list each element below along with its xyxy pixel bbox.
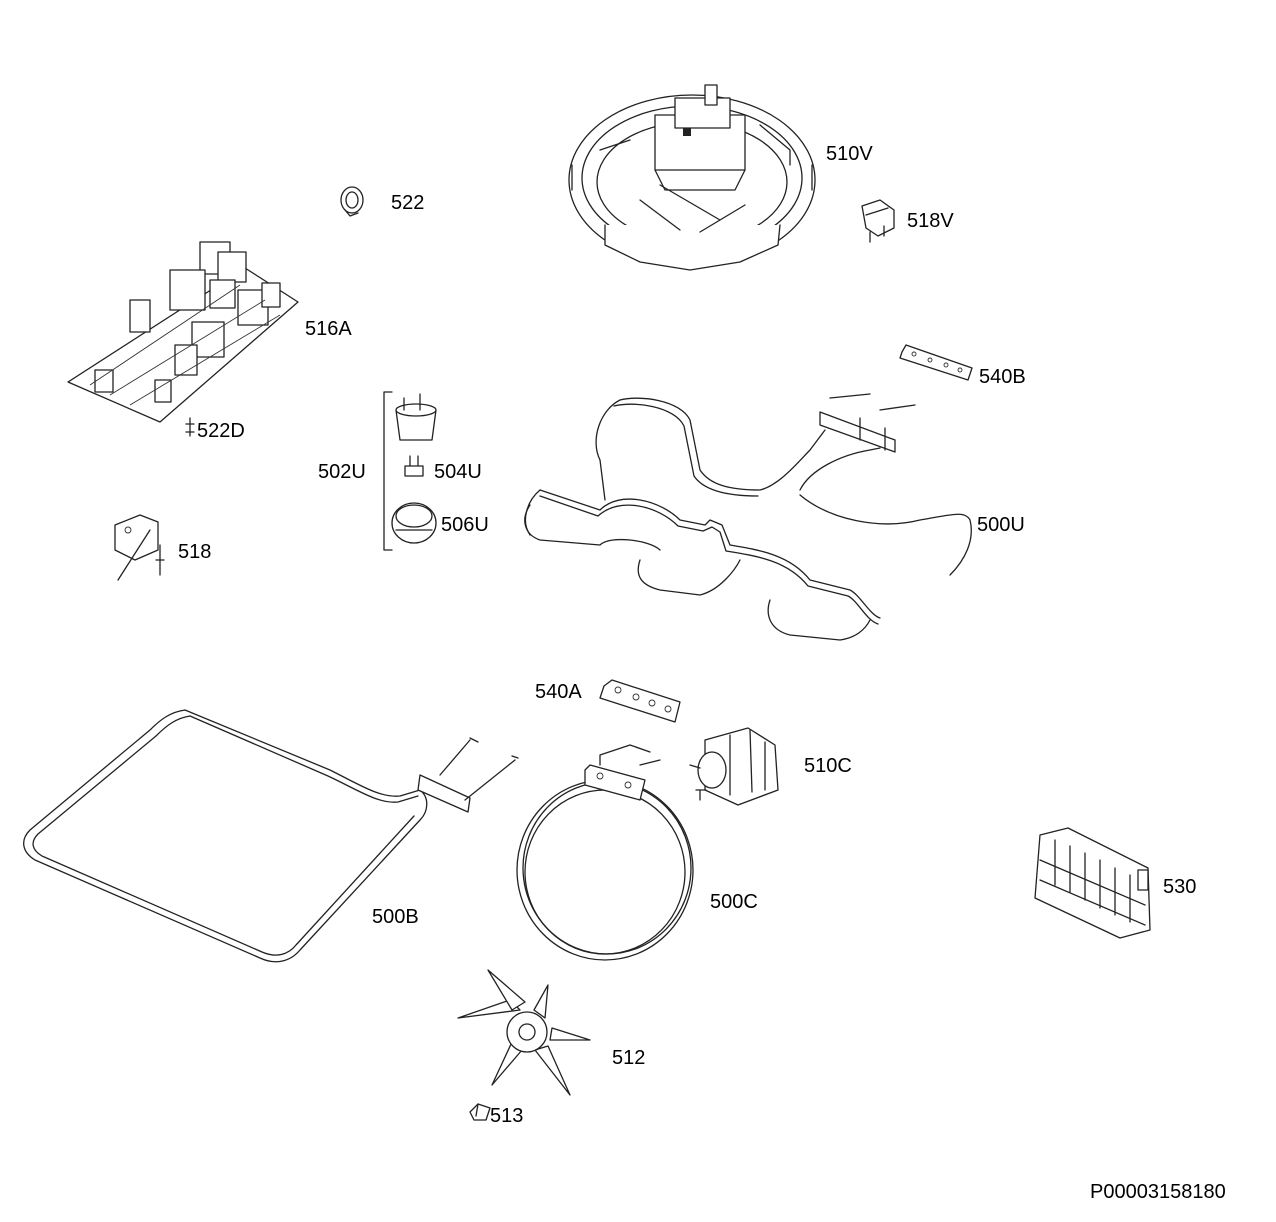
part-502U-lamp-assembly: [383, 391, 437, 551]
part-513-nut: [469, 1103, 491, 1121]
label-540B: 540B: [979, 366, 1026, 388]
label-513: 513: [490, 1105, 523, 1127]
label-530: 530: [1163, 876, 1196, 898]
part-510C-motor: [689, 727, 779, 806]
label-540A: 540A: [535, 681, 582, 703]
label-502U: 502U: [318, 461, 366, 483]
label-510V: 510V: [826, 143, 873, 165]
label-510C: 510C: [804, 755, 852, 777]
part-510V-fan-motor-housing: [568, 84, 816, 271]
label-500B: 500B: [372, 906, 419, 928]
label-522D: 522D: [197, 420, 245, 442]
label-504U: 504U: [434, 461, 482, 483]
part-540B-plate: [899, 344, 973, 381]
label-512: 512: [612, 1047, 645, 1069]
label-506U: 506U: [441, 514, 489, 536]
label-518V: 518V: [907, 210, 954, 232]
label-516A: 516A: [305, 318, 352, 340]
part-500C-circular-element: [516, 744, 694, 961]
part-518V-bracket: [861, 199, 895, 243]
part-500B-bottom-element: [23, 709, 519, 963]
label-500C: 500C: [710, 891, 758, 913]
label-500U: 500U: [977, 514, 1025, 536]
part-522D-pin: [185, 417, 195, 437]
part-516A-control-board: [67, 241, 299, 423]
label-522: 522: [391, 192, 424, 214]
part-512-fan-blade: [457, 969, 591, 1096]
label-518: 518: [178, 541, 211, 563]
part-522-clip: [340, 186, 364, 217]
part-518-bracket: [114, 514, 165, 581]
drawing-code: P00003158180: [1090, 1181, 1226, 1203]
part-530-terminal-block: [1034, 827, 1151, 939]
part-540A-plate: [599, 679, 681, 723]
part-500U-grill-element: [524, 393, 972, 641]
